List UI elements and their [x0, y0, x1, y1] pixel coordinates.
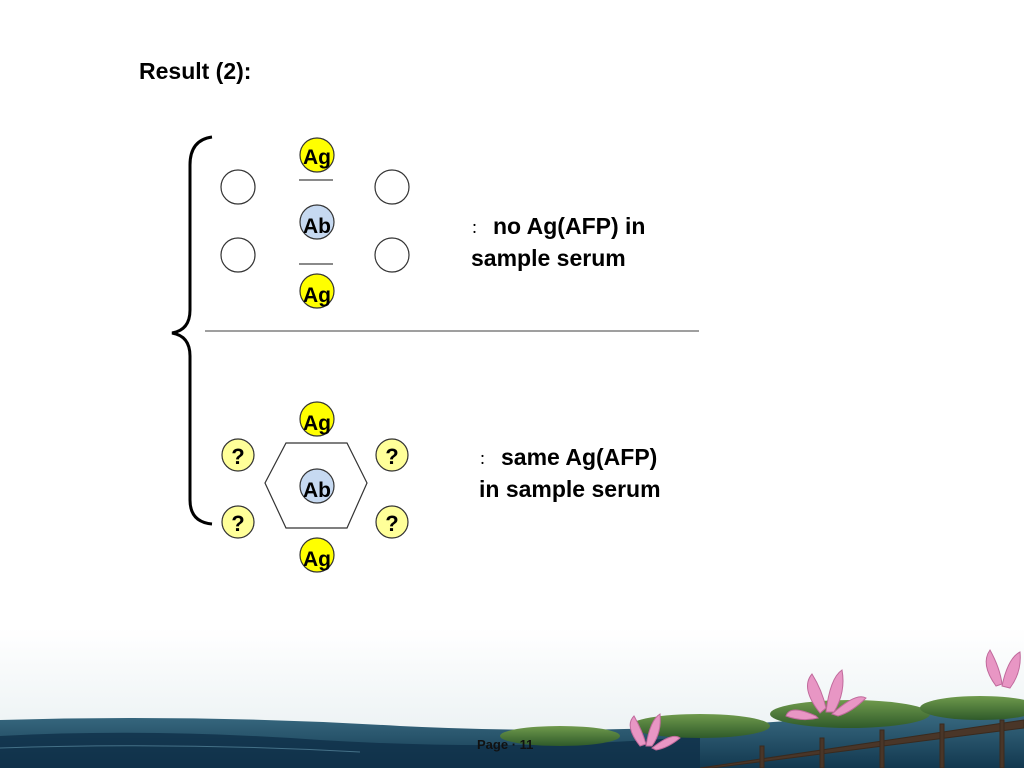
case1-antigen-well-bottom: Ag	[299, 273, 335, 309]
lotus-flower-icon	[785, 669, 867, 721]
svg-text:?: ?	[231, 444, 244, 469]
case1-antigen-well-top: Ag	[299, 137, 335, 173]
case1-sample-well-top-left	[220, 169, 256, 205]
case1-sample-well-bottom-right	[374, 237, 410, 273]
svg-text:Ag: Ag	[303, 146, 331, 169]
precipitation-hexagon	[264, 442, 368, 529]
svg-text:Ab: Ab	[303, 215, 331, 238]
case2-sample-well-top-right: ?	[375, 438, 409, 472]
case2-caption-line-2: in sample serum	[479, 475, 661, 502]
lotus-flower-icon	[985, 649, 1021, 689]
case2-antigen-well-top: Ag	[299, 401, 335, 437]
case2-sample-well-top-left: ?	[221, 438, 255, 472]
svg-text:Ag: Ag	[303, 548, 331, 571]
lotus-flower-icon	[629, 713, 681, 751]
lotus-pond-footer-image	[0, 628, 1024, 768]
svg-text:Ab: Ab	[303, 479, 331, 502]
curly-brace	[171, 135, 213, 526]
railing	[699, 719, 1024, 768]
case1-antibody-well: Ab	[299, 204, 335, 240]
case2-sample-well-bottom-left: ?	[221, 505, 255, 539]
case1-caption-line-1: no Ag(AFP) in	[493, 213, 646, 239]
page-number: Page · 11	[477, 737, 534, 752]
case2-caption-line-1: same Ag(AFP)	[501, 444, 658, 470]
case2-antibody-well: Ab	[299, 468, 335, 504]
case2-sample-well-bottom-right: ?	[375, 505, 409, 539]
case1-sample-well-top-right	[374, 169, 410, 205]
case2-antigen-well-bottom: Ag	[299, 537, 335, 573]
immunodiffusion-diagram: Ag Ab Ag Ag Ab Ag ? ? ? ?	[171, 135, 699, 573]
svg-text:Ag: Ag	[303, 412, 331, 435]
svg-text:Ag: Ag	[303, 284, 331, 307]
case1-caption-line-2: sample serum	[471, 244, 626, 271]
case2-caption: ：same Ag(AFP) in sample serum	[479, 444, 661, 502]
case1-sample-well-bottom-left	[220, 237, 256, 273]
case1-caption: ：no Ag(AFP) in sample serum	[471, 213, 646, 271]
svg-text:?: ?	[231, 511, 244, 536]
svg-text:?: ?	[385, 444, 398, 469]
page-title: Result (2):	[139, 58, 252, 84]
svg-text:?: ?	[385, 511, 398, 536]
